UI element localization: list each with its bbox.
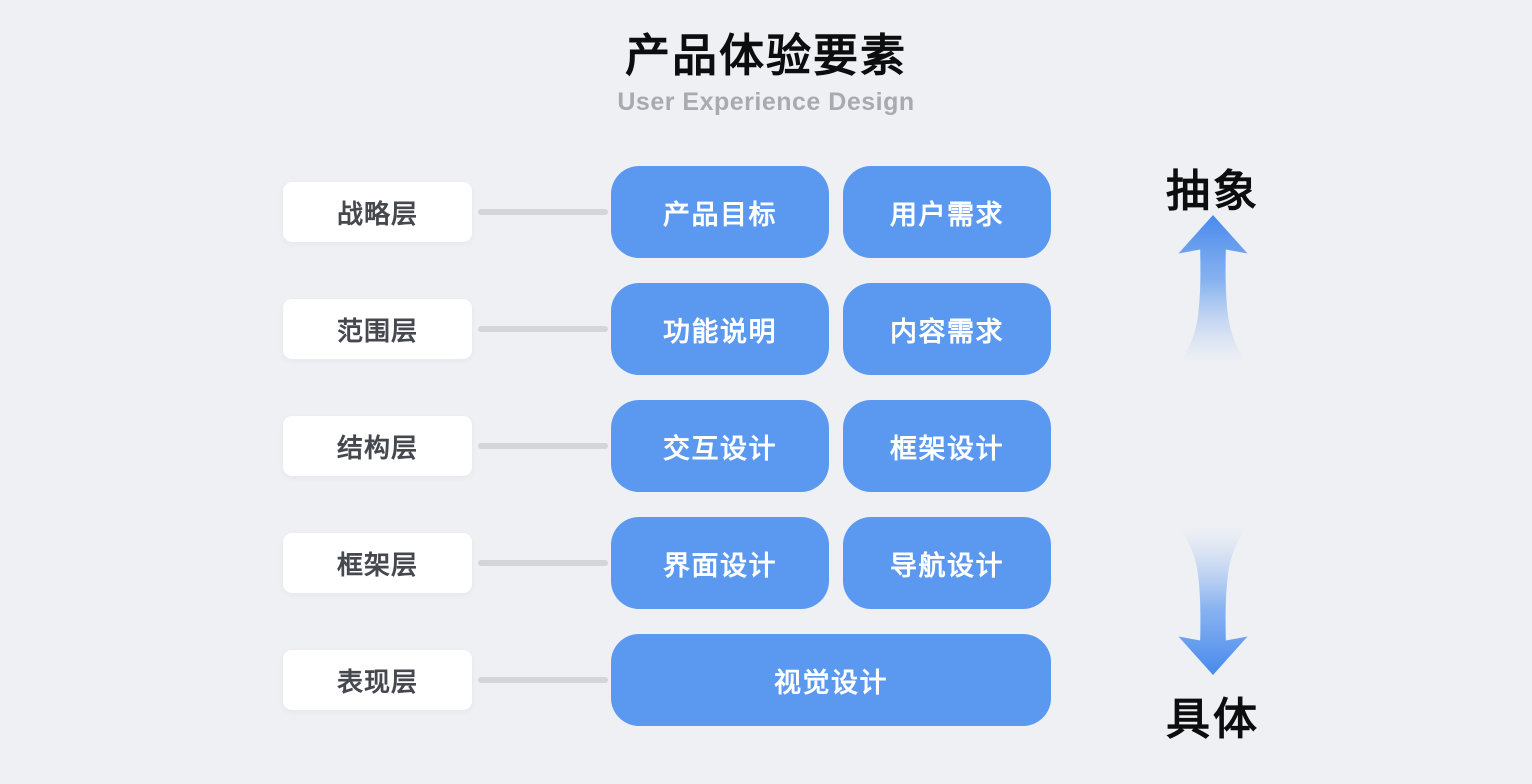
element-box: 导航设计 (843, 517, 1051, 609)
layer-row-scope: 范围层 功能说明 内容需求 (283, 283, 1051, 375)
axis-label-concrete: 具体 (1166, 695, 1260, 744)
layer-label: 战略层 (283, 182, 472, 242)
layer-label: 框架层 (283, 533, 472, 593)
layer-label: 表现层 (283, 650, 472, 710)
element-box: 交互设计 (611, 400, 829, 492)
connector-line (478, 209, 608, 215)
connector-line (478, 326, 608, 332)
connector-line (478, 443, 608, 449)
connector-line (478, 677, 608, 683)
layer-row-surface: 表现层 视觉设计 (283, 634, 1051, 726)
element-box: 视觉设计 (611, 634, 1051, 726)
arrow-up-icon (1178, 215, 1248, 363)
element-box: 功能说明 (611, 283, 829, 375)
arrow-down-icon (1178, 527, 1248, 675)
element-box: 内容需求 (843, 283, 1051, 375)
layer-row-strategy: 战略层 产品目标 用户需求 (283, 166, 1051, 258)
element-box: 框架设计 (843, 400, 1051, 492)
connector-line (478, 560, 608, 566)
layer-label: 结构层 (283, 416, 472, 476)
element-box: 界面设计 (611, 517, 829, 609)
layer-label: 范围层 (283, 299, 472, 359)
layer-row-structure: 结构层 交互设计 框架设计 (283, 400, 1051, 492)
header: 产品体验要素 User Experience Design (0, 30, 1532, 117)
element-box: 用户需求 (843, 166, 1051, 258)
layer-row-skeleton: 框架层 界面设计 导航设计 (283, 517, 1051, 609)
axis-label-abstract: 抽象 (1166, 167, 1260, 216)
page-title: 产品体验要素 (624, 30, 907, 81)
page-subtitle: User Experience Design (617, 87, 915, 116)
element-box: 产品目标 (611, 166, 829, 258)
